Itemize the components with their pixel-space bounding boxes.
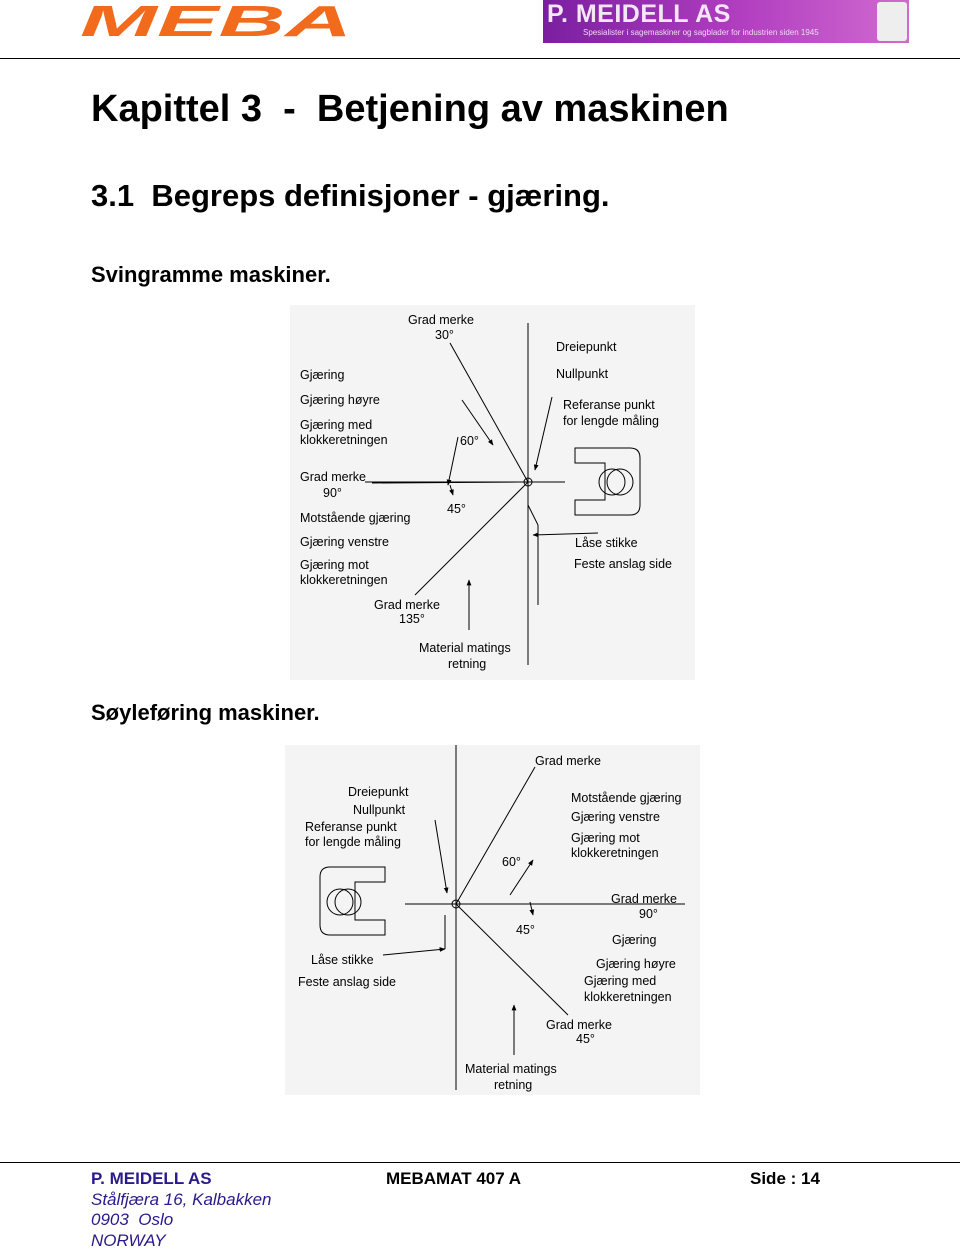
swing-frame-heading: Svingramme maskiner. bbox=[91, 262, 331, 287]
label-motstaaende-gjaering: Motstående gjæring bbox=[571, 791, 682, 805]
banner-company-name: P. MEIDELL AS bbox=[547, 0, 731, 28]
swing-frame-diagram: Grad merke 30° Dreiepunkt Nullpunkt Gjær… bbox=[290, 305, 695, 680]
label-gjaering: Gjæring bbox=[300, 368, 345, 382]
meidell-banner: P. MEIDELL AS Spesialister i sagemaskine… bbox=[543, 0, 909, 43]
label-for-lengde-maaling: for lengde måling bbox=[305, 835, 401, 849]
label-gjaering: Gjæring bbox=[612, 933, 657, 947]
label-90-deg: 90° bbox=[323, 486, 342, 500]
meba-logo: MEBA bbox=[80, 0, 352, 42]
label-gjaering-venstre: Gjæring venstre bbox=[571, 810, 660, 824]
column-guide-diagram: Grad merke Dreiepunkt Nullpunkt Referans… bbox=[285, 745, 700, 1095]
label-grad-merke-135: Grad merke bbox=[374, 598, 440, 612]
section-title: 3.1 Begreps definisjoner - gjæring. bbox=[91, 178, 610, 213]
label-grad-merke-top: Grad merke bbox=[535, 754, 601, 768]
label-feste-anslag-side: Feste anslag side bbox=[298, 975, 396, 989]
banner-tagline: Spesialister i sagemaskiner og sagblader… bbox=[583, 28, 819, 37]
label-60-deg: 60° bbox=[502, 855, 521, 869]
label-grad-merke-90: Grad merke bbox=[611, 892, 677, 906]
label-gjaering-hoyre: Gjæring høyre bbox=[300, 393, 380, 407]
chapter-title: Kapittel 3 - Betjening av maskinen bbox=[91, 88, 729, 130]
label-retning: retning bbox=[448, 657, 486, 671]
label-30-deg: 30° bbox=[435, 328, 454, 342]
label-nullpunkt: Nullpunkt bbox=[556, 367, 609, 381]
label-gjaering-venstre: Gjæring venstre bbox=[300, 535, 389, 549]
emblem-icon bbox=[877, 2, 907, 41]
label-gjaering-med: Gjæring med bbox=[584, 974, 656, 988]
footer-city: 0903 Oslo bbox=[91, 1210, 174, 1229]
label-dreiepunkt: Dreiepunkt bbox=[348, 785, 409, 799]
label-for-lengde-maaling: for lengde måling bbox=[563, 414, 659, 428]
column-guide-heading: Søyleføring maskiner. bbox=[91, 700, 320, 725]
label-135-deg: 135° bbox=[399, 612, 425, 626]
label-gjaering-mot: Gjæring mot bbox=[300, 558, 369, 572]
footer-country: NORWAY bbox=[91, 1231, 166, 1250]
footer-model: MEBAMAT 407 A bbox=[386, 1169, 522, 1188]
header-divider bbox=[0, 58, 960, 59]
label-dreiepunkt: Dreiepunkt bbox=[556, 340, 617, 354]
label-nullpunkt: Nullpunkt bbox=[353, 803, 406, 817]
label-material-matings: Material matings bbox=[419, 641, 511, 655]
label-90-deg: 90° bbox=[639, 907, 658, 921]
label-laase-stikke: Låse stikke bbox=[575, 536, 638, 550]
label-gjaering-med: Gjæring med bbox=[300, 418, 372, 432]
label-45-deg-mid: 45° bbox=[516, 923, 535, 937]
label-klokkeretningen-1: klokkeretningen bbox=[300, 433, 388, 447]
label-45-deg: 45° bbox=[447, 502, 466, 516]
footer-company: P. MEIDELL AS bbox=[91, 1169, 212, 1188]
label-45-deg-low: 45° bbox=[576, 1032, 595, 1046]
footer-page-number: Side : 14 bbox=[750, 1169, 820, 1188]
footer-street: Stålfjæra 16, Kalbakken bbox=[91, 1190, 272, 1209]
label-referanse-punkt: Referanse punkt bbox=[563, 398, 655, 412]
label-retning: retning bbox=[494, 1078, 532, 1092]
label-gjaering-mot: Gjæring mot bbox=[571, 831, 640, 845]
label-60-deg: 60° bbox=[460, 434, 479, 448]
label-grad-merke-45: Grad merke bbox=[546, 1018, 612, 1032]
label-klokkeretningen-1: klokkeretningen bbox=[571, 846, 659, 860]
meba-logo-text: MEBA bbox=[80, 0, 352, 42]
label-material-matings: Material matings bbox=[465, 1062, 557, 1076]
label-grad-merke-30: Grad merke bbox=[408, 313, 474, 327]
label-feste-anslag-side: Feste anslag side bbox=[574, 557, 672, 571]
label-referanse-punkt: Referanse punkt bbox=[305, 820, 397, 834]
label-klokkeretningen-2: klokkeretningen bbox=[584, 990, 672, 1004]
label-grad-merke-90: Grad merke bbox=[300, 470, 366, 484]
label-motstaaende-gjaering: Motstående gjæring bbox=[300, 511, 411, 525]
label-gjaering-hoyre: Gjæring høyre bbox=[596, 957, 676, 971]
footer-divider bbox=[0, 1162, 960, 1163]
label-laase-stikke: Låse stikke bbox=[311, 953, 374, 967]
label-klokkeretningen-2: klokkeretningen bbox=[300, 573, 388, 587]
